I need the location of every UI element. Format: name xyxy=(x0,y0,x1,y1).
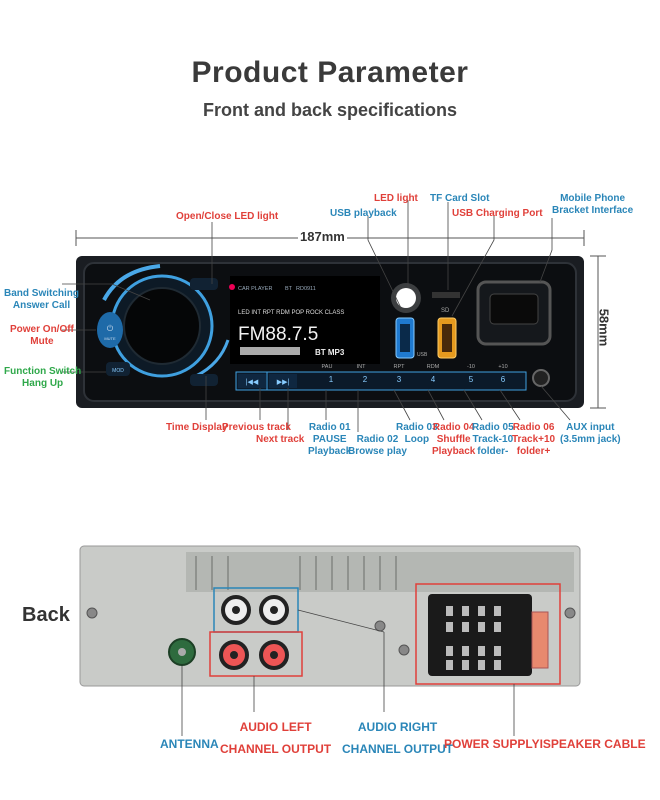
callout-band-switching: Band Switching Answer Call xyxy=(4,288,79,311)
svg-text:MUTE: MUTE xyxy=(104,336,116,341)
svg-text:MOD: MOD xyxy=(112,368,124,374)
preset-button-3[interactable]: 3 xyxy=(396,375,402,384)
preset-label-4: RDM xyxy=(426,364,440,370)
display-frequency: FM88.7.5 xyxy=(238,324,318,345)
volume-knob xyxy=(123,287,201,365)
preset-label-2: INT xyxy=(356,364,366,370)
power-cable-box xyxy=(415,583,561,685)
mod-button xyxy=(106,362,130,376)
display-brand: CAR PLAYER xyxy=(238,286,272,292)
callout-led-light: LED light xyxy=(374,193,418,204)
preset-button-row: PAU INT RPT RDM -10 +10 1 2 3 4 5 6 xyxy=(312,364,532,394)
page-title: Product Parameter xyxy=(191,56,469,89)
display-badges: BT MP3 xyxy=(315,348,345,357)
display-model: RD0911 xyxy=(296,286,316,292)
band-button xyxy=(190,278,218,290)
width-dimension-label: 187mm xyxy=(298,229,347,244)
preset-button-1[interactable]: 1 xyxy=(328,375,334,384)
callout-mobile-phone-bracket: Mobile Phone Bracket Interface xyxy=(552,193,634,216)
callout-aux-input: AUX input (3.5mm jack) xyxy=(560,422,621,445)
preset-button-5[interactable]: 5 xyxy=(468,375,474,384)
svg-text:|◀◀: |◀◀ xyxy=(246,379,259,386)
preset-buttons: |◀◀ ▶▶| xyxy=(238,374,297,388)
callout-radio-06: Radio 06 Track+10 folder+ xyxy=(512,422,556,457)
display-button xyxy=(190,374,218,386)
callout-radio-04: Radio 04 Shuffle Playback xyxy=(432,422,476,457)
svg-text:▶▶|: ▶▶| xyxy=(277,379,290,386)
callout-radio-02: Radio 02 Browse play xyxy=(348,434,407,457)
callout-antenna: ANTENNA xyxy=(160,737,219,751)
preset-button-4[interactable]: 4 xyxy=(430,375,436,384)
callout-power: Power On/Off Mute xyxy=(10,324,74,347)
led-light xyxy=(396,288,416,308)
usb-label: USB xyxy=(417,352,428,358)
power-button xyxy=(97,312,123,348)
preset-label-5: -10 xyxy=(467,364,475,370)
svg-text:⏻: ⏻ xyxy=(107,324,114,333)
tf-card-slot xyxy=(432,292,460,298)
sd-label: SD xyxy=(441,308,450,314)
preset-button-2[interactable]: 2 xyxy=(362,375,368,384)
preset-button-6[interactable]: 6 xyxy=(500,375,506,384)
audio-left-box xyxy=(209,631,303,677)
callout-function-switch: Function Switch Hang Up xyxy=(4,366,82,389)
preset-label-3: RPT xyxy=(393,364,405,370)
callout-previous-track: Previous track xyxy=(222,422,291,433)
preset-label-6: +10 xyxy=(498,364,508,370)
iso-connector xyxy=(428,594,532,676)
callout-tf-card: TF Card Slot xyxy=(430,193,490,204)
callout-radio-03: Radio 03 Loop xyxy=(396,422,438,445)
callout-next-track: Next track xyxy=(256,434,305,445)
callout-audio-left: AUDIO LEFT CHANNEL OUTPUT xyxy=(220,720,332,756)
callout-usb-charging: USB Charging Port xyxy=(452,208,543,219)
callout-open-close-led: Open/Close LED light xyxy=(176,211,279,222)
callout-power-cable: POWER SUPPLYISPEAKER CABLE xyxy=(444,737,646,751)
display-bt: BT xyxy=(285,286,293,292)
callout-time-display: Time Display xyxy=(166,422,228,433)
callout-audio-right: AUDIO RIGHT CHANNEL OUTPUT xyxy=(342,720,454,756)
page-subtitle: Front and back specifications xyxy=(202,100,458,120)
display-modes: LED INT RPT RDM POP ROCK CLASS xyxy=(238,310,344,316)
callout-usb-playback: USB playback xyxy=(330,208,397,219)
back-label: Back xyxy=(22,604,70,626)
preset-label-1: PAU xyxy=(321,364,333,370)
callout-radio-05: Radio 05 Track-10 folder- xyxy=(472,422,514,457)
callout-radio-01: Radio 01 PAUSE Playback xyxy=(308,422,352,457)
